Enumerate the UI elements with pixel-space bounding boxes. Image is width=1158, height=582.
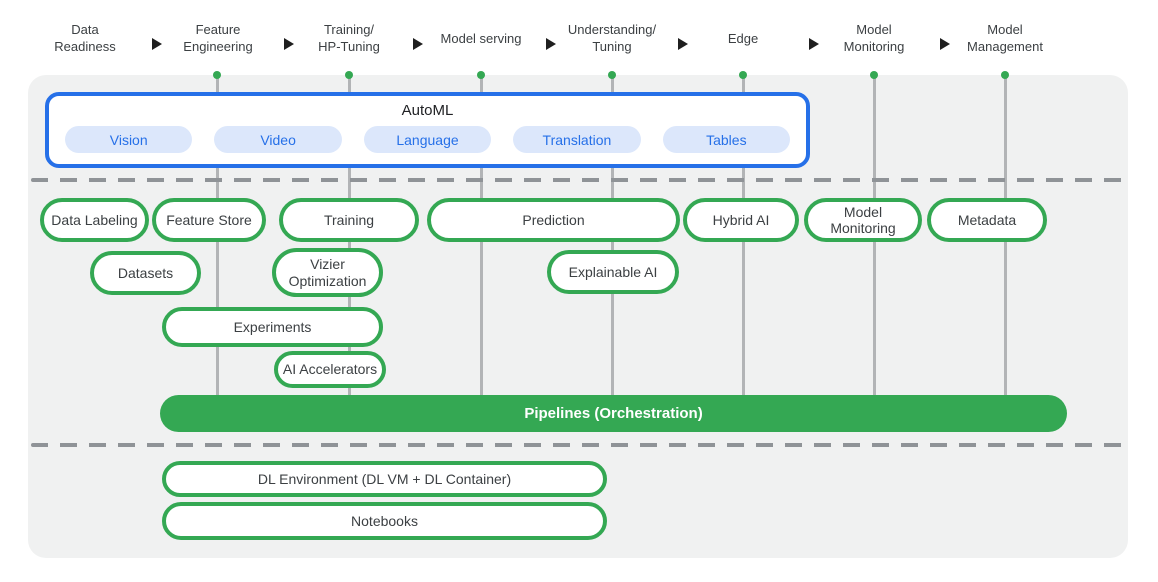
pill-translation: Translation	[513, 126, 641, 153]
pill-video: Video	[214, 126, 342, 153]
pill-hybrid-ai: Hybrid AI	[683, 198, 799, 242]
connector-dot	[608, 71, 616, 79]
pill-prediction: Prediction	[427, 198, 680, 242]
connector-dot	[213, 71, 221, 79]
connector-dot	[477, 71, 485, 79]
arrow-icon	[940, 38, 950, 50]
pill-feature-store: Feature Store	[152, 198, 266, 242]
connector-line	[216, 77, 219, 407]
connector-dot	[870, 71, 878, 79]
arrow-icon	[678, 38, 688, 50]
connector-dot	[739, 71, 747, 79]
connector-line	[873, 77, 876, 407]
pill-ai-accelerators: AI Accelerators	[274, 351, 386, 388]
stage-model-management: Model Management	[967, 22, 1043, 54]
dashed-divider-bottom	[31, 443, 1125, 447]
stage-understanding-tuning: Understanding/ Tuning	[567, 22, 657, 54]
pill-metadata: Metadata	[927, 198, 1047, 242]
arrow-icon	[152, 38, 162, 50]
pill-vizier-optimization: Vizier Optimization	[272, 248, 383, 297]
arrow-icon	[413, 38, 423, 50]
stage-training-hp-tuning: Training/ HP-Tuning	[318, 22, 380, 54]
pill-vision: Vision	[65, 126, 193, 153]
pill-data-labeling: Data Labeling	[40, 198, 149, 242]
pill-explainable-ai: Explainable AI	[547, 250, 679, 294]
pill-language: Language	[363, 126, 492, 153]
connector-line	[348, 77, 351, 407]
pill-experiments: Experiments	[162, 307, 383, 347]
pipelines-bar: Pipelines (Orchestration)	[160, 395, 1067, 432]
pill-model-monitoring: Model Monitoring	[804, 198, 922, 242]
automl-title: AutoML	[401, 102, 454, 119]
connector-line	[742, 77, 745, 407]
automl-box: AutoML Vision Video Language Translation…	[45, 92, 810, 168]
pill-datasets: Datasets	[90, 251, 201, 295]
stage-data-readiness: Data Readiness	[54, 22, 116, 54]
pill-notebooks: Notebooks	[162, 502, 607, 540]
automl-pill-row: Vision Video Language Translation Tables	[65, 126, 791, 153]
arrow-icon	[546, 38, 556, 50]
arrow-icon	[284, 38, 294, 50]
dashed-divider-top	[31, 178, 1125, 182]
stage-model-serving: Model serving	[440, 30, 522, 46]
connector-line	[611, 77, 614, 407]
pill-tables: Tables	[662, 126, 791, 153]
connector-dot	[1001, 71, 1009, 79]
connector-line	[480, 77, 483, 407]
pill-training: Training	[279, 198, 419, 242]
stage-feature-engineering: Feature Engineering	[183, 22, 253, 54]
stage-edge: Edge	[727, 30, 759, 46]
arrow-icon	[809, 38, 819, 50]
connector-line	[1004, 77, 1007, 407]
stage-model-monitoring: Model Monitoring	[843, 22, 905, 54]
connector-dot	[345, 71, 353, 79]
pill-dl-environment: DL Environment (DL VM + DL Container)	[162, 461, 607, 497]
